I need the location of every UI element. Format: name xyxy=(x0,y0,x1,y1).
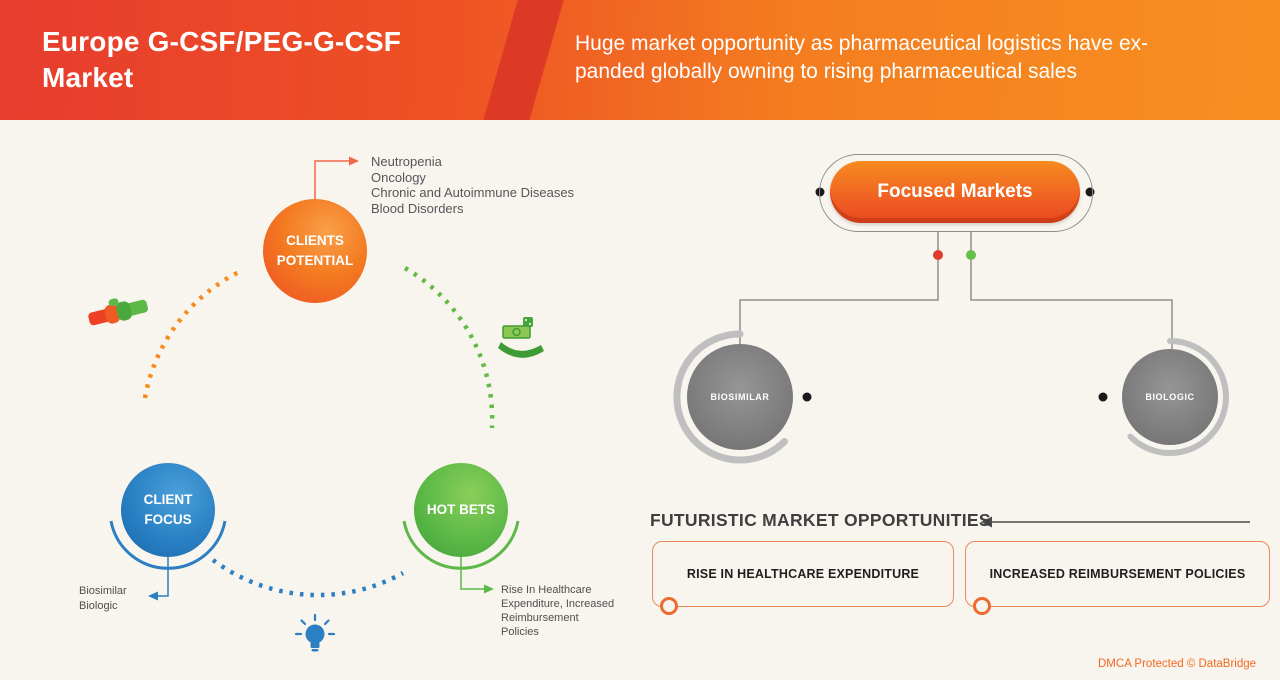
hot-bets-callout-line xyxy=(460,557,494,594)
lightbulb-icon xyxy=(294,613,336,652)
biosimilar-side-dot xyxy=(802,392,812,402)
clients-potential-callout-line xyxy=(314,156,359,199)
ring-marker-icon xyxy=(973,597,991,615)
client-focus-label: CLIENT FOCUS xyxy=(143,492,193,527)
focused-markets-connectors xyxy=(739,232,1173,349)
list-item: Biologic xyxy=(79,600,118,612)
opportunities-heading: FUTURISTIC MARKET OPPORTUNITIES xyxy=(650,510,991,530)
branch-dot-green xyxy=(966,250,976,260)
money-hand-icon xyxy=(498,317,544,358)
biosimilar-node-label: BIOSIMILAR xyxy=(710,392,770,402)
header-subtitle: Huge market opportunity as pharmaceutica… xyxy=(575,30,1148,85)
biologic-node: BIOLOGIC xyxy=(1122,349,1218,445)
note-line: Policies xyxy=(501,626,539,638)
biologic-side-dot xyxy=(1098,392,1108,402)
dotted-arc-blue xyxy=(211,558,405,598)
client-focus-circle: CLIENT FOCUS xyxy=(121,463,215,557)
client-focus-callout-line xyxy=(148,557,169,601)
header-subtitle-line1: Huge market opportunity as pharmaceutica… xyxy=(575,32,1149,55)
client-focus-note: Biosimilar Biologic xyxy=(79,584,127,614)
page-title-line2: Market xyxy=(42,61,134,93)
dotted-arc-orange xyxy=(142,267,244,399)
handshake-icon xyxy=(88,298,148,326)
note-line: Rise In Healthcare xyxy=(501,584,592,596)
list-item: Chronic and Autoimmune Diseases xyxy=(371,185,575,200)
biosimilar-node: BIOSIMILAR xyxy=(687,344,793,450)
list-item: Oncology xyxy=(371,169,426,185)
list-item: Blood Disorders xyxy=(371,200,464,216)
branch-dot-red xyxy=(933,250,943,260)
hot-bets-note: Rise In Healthcare Expenditure, Increase… xyxy=(501,583,614,639)
page-title-line1: Europe G-CSF/PEG-G-CSF xyxy=(42,26,402,57)
hot-bets-label: HOT BETS xyxy=(426,502,496,518)
header-subtitle-line2: panded globally owning to rising pharmac… xyxy=(575,59,1077,83)
biologic-node-label: BIOLOGIC xyxy=(1145,392,1195,402)
header-banner: Europe G-CSF/PEG-G-CSF Market Huge marke… xyxy=(0,0,1280,120)
list-item: Neutropenia xyxy=(371,154,442,169)
opportunity-box-2: INCREASED REIMBURSEMENT POLICIES xyxy=(965,541,1270,615)
focused-markets-label: Focused Markets xyxy=(877,181,1033,202)
clients-potential-circle: CLIENTS POTENTIAL xyxy=(263,199,367,303)
note-line: Expenditure, Increased xyxy=(501,598,615,610)
opportunity-box-1-label: RISE IN HEALTHCARE EXPENDITURE xyxy=(686,567,920,581)
opportunity-box-2-label: INCREASED REIMBURSEMENT POLICIES xyxy=(989,567,1246,581)
opportunity-box-1: RISE IN HEALTHCARE EXPENDITURE xyxy=(652,541,954,615)
dmca-protection-note: DMCA Protected © DataBridge xyxy=(1098,658,1257,670)
dotted-arc-green xyxy=(403,266,495,429)
page-title: Europe G-CSF/PEG-G-CSF Market xyxy=(42,24,401,96)
list-item: Biosimilar xyxy=(79,585,127,597)
clients-potential-label: CLIENTS POTENTIAL xyxy=(276,233,354,268)
clients-potential-list: Neutropenia Oncology Chronic and Autoimm… xyxy=(371,154,574,216)
focused-markets-pill: Focused Markets xyxy=(830,161,1080,223)
note-line: Reimbursement xyxy=(501,612,579,624)
opportunities-arrow xyxy=(981,516,1250,528)
hot-bets-circle: HOT BETS xyxy=(414,463,508,557)
ring-marker-icon xyxy=(660,597,678,615)
header-diagonal-stripe xyxy=(479,0,567,120)
